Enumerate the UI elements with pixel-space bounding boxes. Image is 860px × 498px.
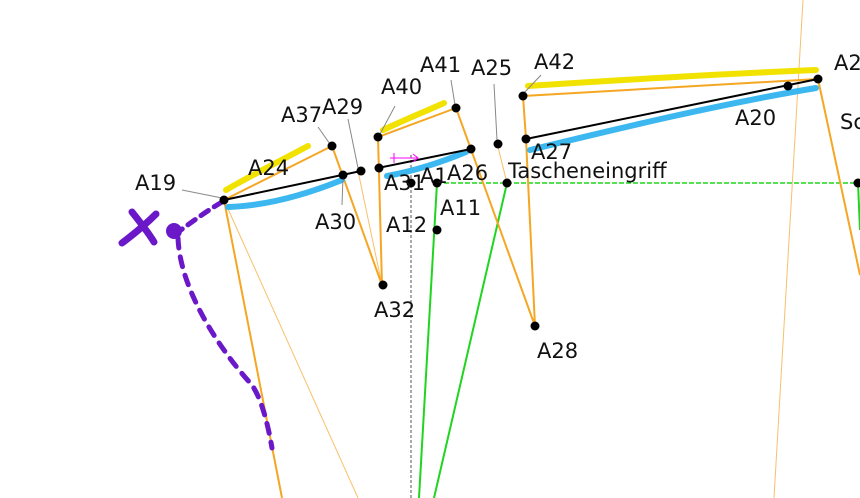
label-a40: A40	[381, 75, 422, 99]
point-a20[interactable]	[783, 81, 793, 91]
point-a41[interactable]	[451, 103, 461, 113]
point-a28[interactable]	[530, 321, 540, 331]
point-labels: A19 A24 A37 A29 A30 A40 A41 A31 A25 A42 …	[135, 50, 860, 363]
label-a28: A28	[537, 339, 578, 363]
blue-highlights	[225, 85, 819, 210]
point-a29[interactable]	[356, 166, 366, 176]
yellow-highlights	[223, 67, 819, 193]
label-a32: A32	[374, 298, 415, 322]
label-a41: A41	[420, 53, 461, 77]
point-a1[interactable]	[406, 178, 416, 188]
label-a42: A42	[534, 50, 575, 74]
point-a2x[interactable]	[813, 74, 823, 84]
purple-markup	[118, 199, 275, 451]
label-a19: A19	[135, 171, 176, 195]
point-a40[interactable]	[373, 132, 383, 142]
label-a25: A25	[471, 56, 512, 80]
label-a12: A12	[386, 213, 427, 237]
point-a37[interactable]	[327, 141, 337, 151]
label-a29: A29	[322, 95, 363, 119]
label-tascheneingriff: Tascheneingriff	[507, 159, 667, 183]
label-a24: A24	[248, 156, 289, 180]
label-a30: A30	[315, 210, 356, 234]
label-a11: A11	[440, 196, 481, 220]
point-a26[interactable]	[466, 144, 476, 154]
label-a2x: A2	[834, 51, 860, 75]
point-a25[interactable]	[493, 139, 503, 149]
point-a11[interactable]	[432, 178, 442, 188]
point-a31[interactable]	[374, 163, 384, 173]
pocket-lines	[418, 182, 860, 498]
notch-marker	[390, 153, 419, 163]
point-a19[interactable]	[219, 195, 229, 205]
point-a30[interactable]	[338, 170, 348, 180]
point-pocket-end[interactable]	[502, 178, 512, 188]
purple-dot	[166, 223, 182, 239]
point-a27[interactable]	[521, 134, 531, 144]
point-a42[interactable]	[518, 91, 528, 101]
seam-lines	[223, 78, 819, 201]
label-a20: A20	[735, 106, 776, 130]
label-right-cut: Sc	[840, 110, 860, 134]
cross-mark	[118, 208, 160, 247]
point-a32[interactable]	[378, 280, 388, 290]
label-a27: A27	[531, 140, 572, 164]
label-a1: A1	[420, 164, 448, 188]
label-a31: A31	[384, 171, 425, 195]
label-a26: A26	[447, 161, 488, 185]
label-a37: A37	[281, 103, 322, 127]
point-right-end[interactable]	[853, 178, 860, 188]
point-a12[interactable]	[432, 225, 442, 235]
label-leaders	[181, 74, 542, 206]
pattern-points	[219, 74, 860, 331]
